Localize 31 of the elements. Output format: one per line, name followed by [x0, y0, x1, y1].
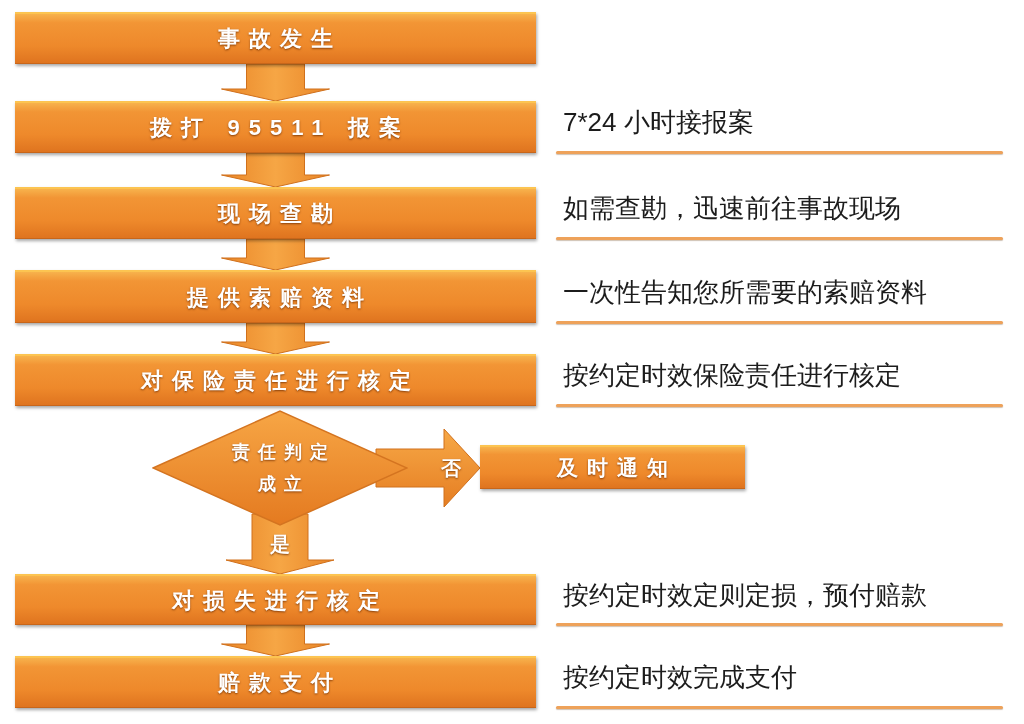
- side-note: 按约定时效定则定损，预付赔款: [563, 578, 927, 611]
- side-note: 按约定时效完成支付: [563, 661, 797, 693]
- side-note: 7*24 小时接报案: [563, 106, 754, 138]
- step-label: 及时通知: [555, 454, 677, 481]
- step-label: 事故发生: [217, 25, 342, 53]
- block-arrow: [221, 238, 330, 271]
- side-note: 一次性告知您所需要的索赔资料: [563, 275, 927, 308]
- process-box: [480, 445, 745, 489]
- process-box: [15, 187, 536, 239]
- step-label: 对保险责任进行核定: [139, 367, 420, 395]
- block-arrow: [221, 322, 330, 355]
- block-arrow: [221, 63, 330, 102]
- step-label: 拨打 95511 报案: [148, 114, 410, 142]
- block-arrow: [221, 152, 330, 188]
- process-box: [15, 354, 536, 406]
- side-note: 按约定时效保险责任进行核定: [563, 359, 901, 391]
- process-box: [15, 270, 536, 323]
- step-label: 提供索赔资料: [185, 283, 373, 312]
- process-box: [15, 101, 536, 153]
- step-label: 赔款支付: [217, 669, 342, 697]
- edge-label: 否: [440, 456, 461, 480]
- process-box: [15, 574, 536, 625]
- process-box: [15, 656, 536, 708]
- side-note: 如需查勘，迅速前往事故现场: [563, 192, 901, 224]
- decision-diamond: [152, 410, 408, 526]
- edge-label: 是: [270, 532, 290, 556]
- step-label: 对损失进行核定: [170, 586, 389, 615]
- block-arrow: [221, 624, 330, 657]
- process-box: [15, 12, 536, 64]
- step-label: 责任判定成立: [231, 441, 337, 496]
- step-label: 现场查勘: [216, 200, 342, 228]
